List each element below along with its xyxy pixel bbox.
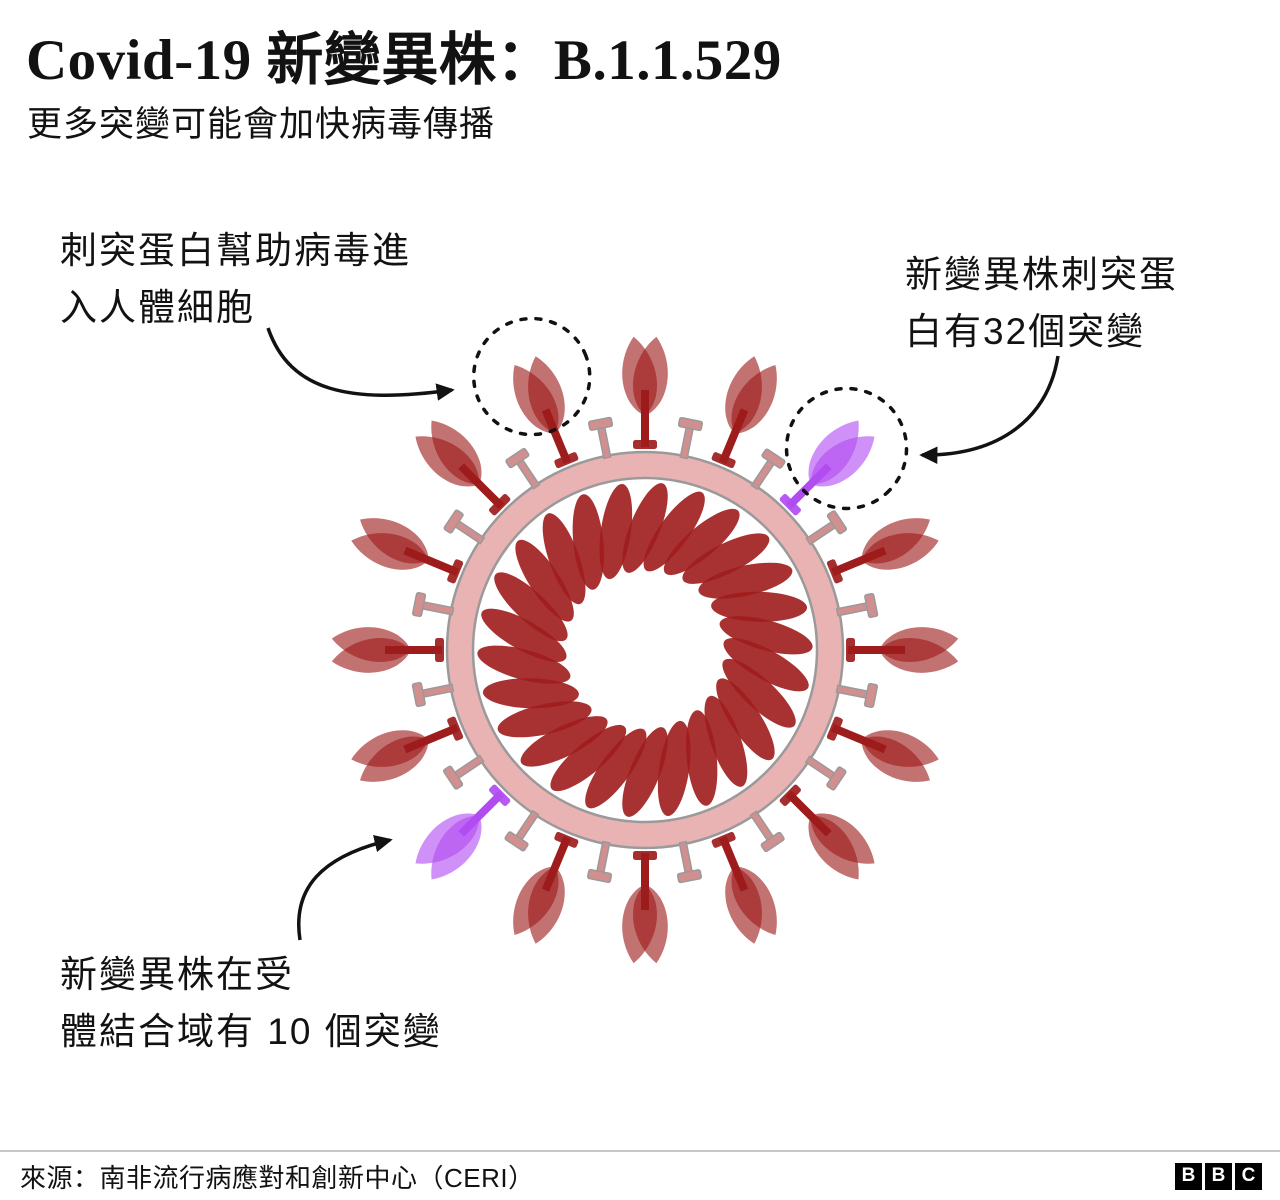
annotation-line: 新變異株在受 xyxy=(60,954,294,995)
bbc-logo-block: B xyxy=(1175,1162,1202,1190)
annotation-receptor-binding: 新變異株在受 體結合域有 10 個突變 xyxy=(60,946,442,1061)
annotation-spike-protein: 刺突蛋白幫助病毒進 入人體細胞 xyxy=(60,222,411,337)
bbc-logo: B B C xyxy=(1175,1162,1262,1190)
bbc-logo-block: B xyxy=(1205,1162,1232,1190)
arrow-receptor-label xyxy=(297,835,393,941)
dashed-circle-spike-highlight xyxy=(471,316,592,437)
footer: 來源：南非流行病應對和創新中心（CERI） B B C xyxy=(0,1150,1280,1200)
annotation-variant-spike: 新變異株刺突蛋 白有32個突變 xyxy=(905,246,1178,361)
arrow-mutant-label xyxy=(919,355,1060,464)
page-subtitle: 更多突變可能會加快病毒傳播 xyxy=(27,105,496,144)
page-title: Covid-19 新變異株：B.1.1.529 xyxy=(26,29,782,92)
annotation-line: 體結合域有 10 個突變 xyxy=(60,1011,442,1053)
annotation-line: 白有32個突變 xyxy=(905,311,1146,353)
annotation-line: 刺突蛋白幫助病毒進 xyxy=(60,230,411,271)
annotation-line: 新變異株刺突蛋 xyxy=(905,254,1178,295)
bbc-logo-block: C xyxy=(1235,1162,1262,1190)
source-text: 來源：南非流行病應對和創新中心（CERI） xyxy=(20,1162,535,1193)
dashed-circle-mutant-highlight xyxy=(784,386,909,511)
annotation-line: 入人體細胞 xyxy=(60,287,255,329)
arrow-spike-label xyxy=(266,327,455,401)
